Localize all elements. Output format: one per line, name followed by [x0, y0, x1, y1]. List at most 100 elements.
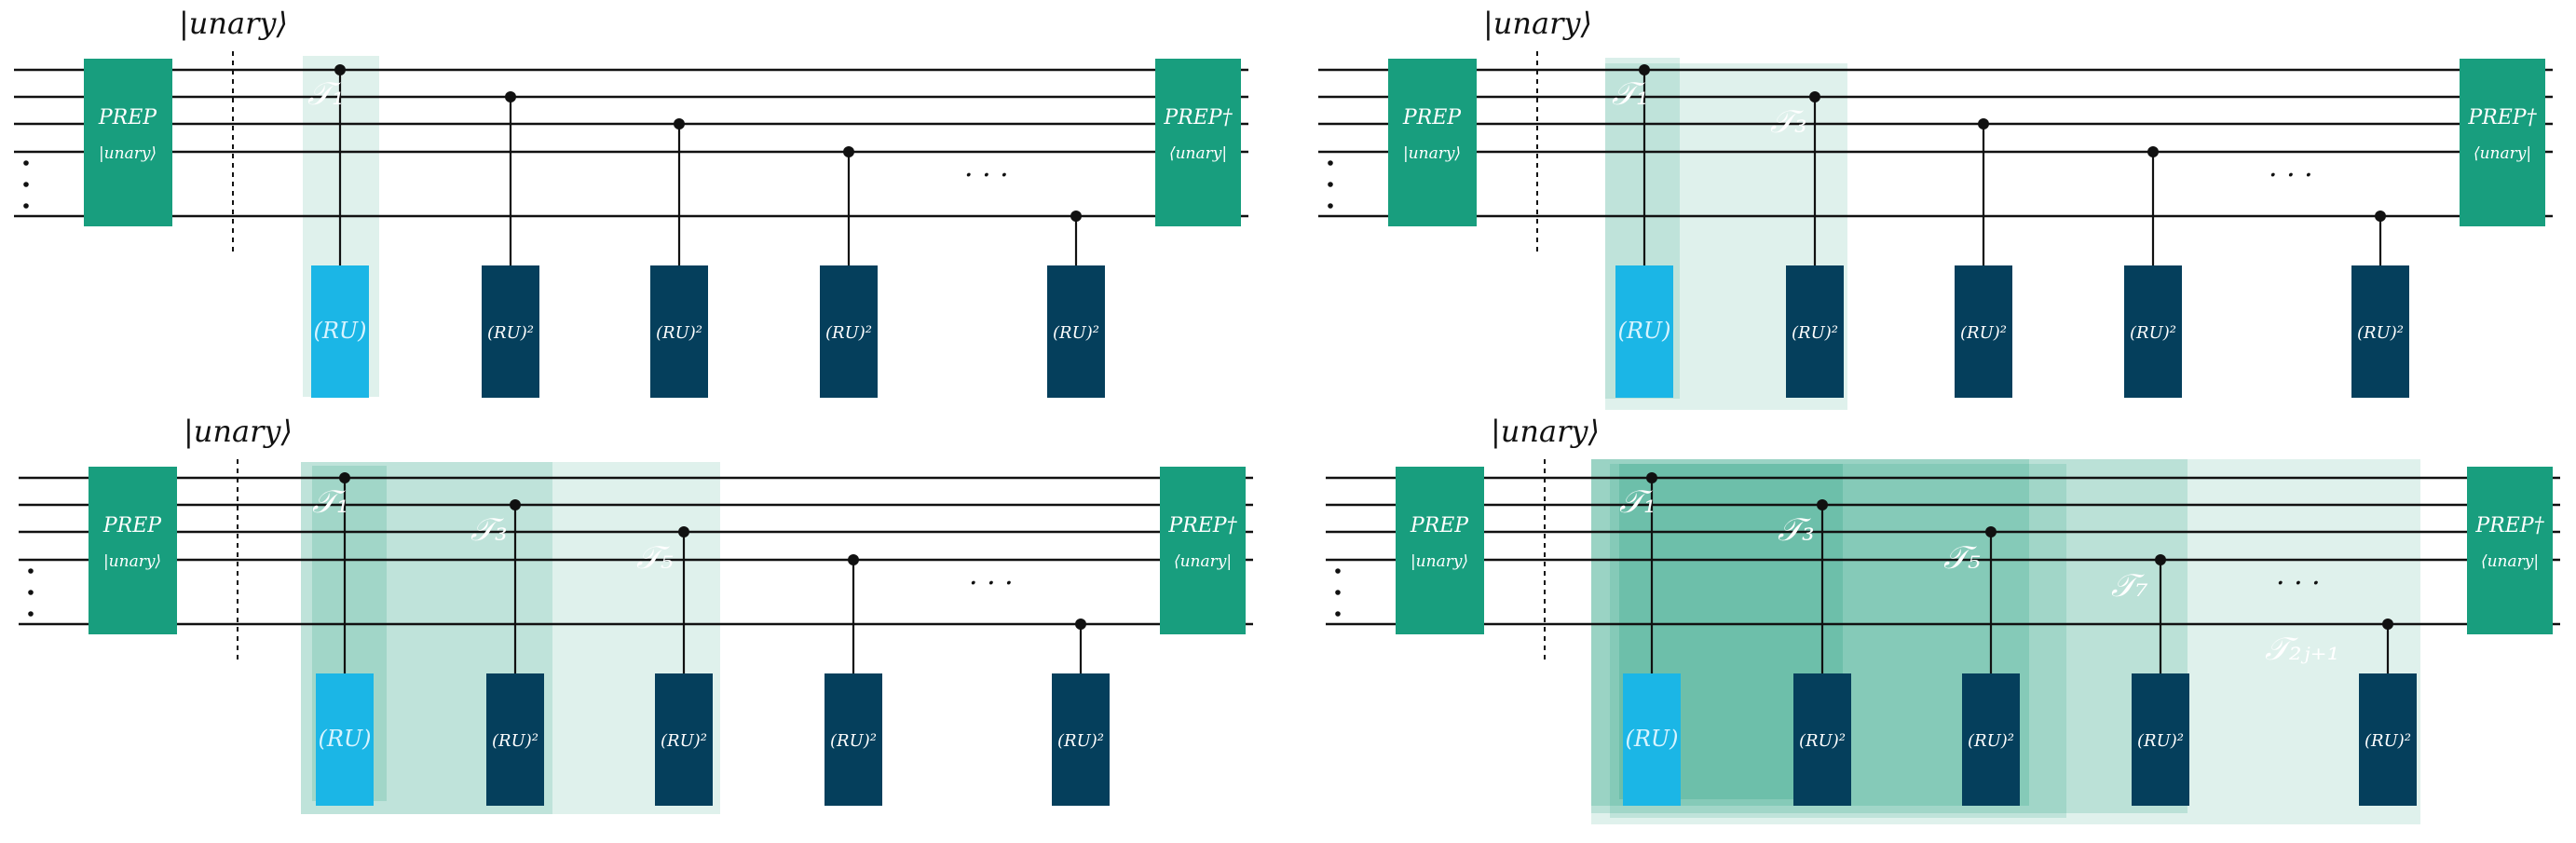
ru-squared-label-2: (RU)²	[656, 323, 702, 343]
prep-label: PREP	[102, 514, 162, 537]
step-label-t3: 𝒯₃	[470, 511, 508, 549]
ru-squared-label-1: (RU)²	[1792, 323, 1838, 343]
prep-box	[1388, 59, 1477, 226]
prep-dagger-box	[1155, 59, 1241, 226]
ru-squared-gate-2	[655, 673, 713, 806]
prep-dagger-label: PREP†	[2467, 106, 2537, 129]
ru-squared-gate-2	[650, 265, 708, 398]
ru-gate	[1615, 265, 1673, 398]
prep-box	[84, 59, 172, 226]
step-label-t5: 𝒯₅	[636, 539, 674, 577]
control-dot-3	[1985, 526, 1997, 537]
prep-dagger-label: PREP†	[1167, 514, 1237, 537]
ru-squared-gate-3	[825, 673, 882, 806]
panel-bottom-left: PREP|unary⟩|unary⟩PREP†⟨unary|(RU)(RU)²(…	[19, 414, 1253, 814]
ru-gate-label: (RU)	[1617, 318, 1670, 344]
ru-squared-label-4: (RU)²	[1057, 731, 1104, 751]
panel-top-right: PREP|unary⟩|unary⟩PREP†⟨unary|(RU)(RU)²(…	[1318, 6, 2553, 410]
ru-squared-label-4: (RU)²	[1053, 323, 1099, 343]
control-dot-5	[2375, 211, 2386, 222]
ru-squared-gate-4	[1052, 673, 1110, 806]
ru-squared-gate-3	[820, 265, 878, 398]
control-dot-1	[334, 64, 346, 75]
ru-squared-label-3: (RU)²	[2130, 323, 2176, 343]
horizontal-ellipsis: · · ·	[964, 159, 1009, 192]
control-dot-1	[339, 472, 350, 483]
ru-squared-gate-2	[1955, 265, 2012, 398]
ru-squared-label-4: (RU)²	[2357, 323, 2404, 343]
control-dot-4	[2155, 554, 2166, 565]
prep-box	[89, 467, 177, 634]
ru-gate	[316, 673, 374, 806]
vertical-dot-2	[28, 590, 34, 595]
control-dot-4	[843, 146, 854, 157]
ru-squared-gate-4	[2351, 265, 2409, 398]
prep-label: PREP	[98, 106, 157, 129]
ru-gate	[311, 265, 369, 398]
ru-squared-label-3: (RU)²	[825, 323, 872, 343]
control-dot-3	[678, 526, 689, 537]
control-dot-4	[2147, 146, 2159, 157]
unary-ket-label: |unary⟩	[1491, 414, 1600, 449]
vertical-dot-3	[28, 611, 34, 617]
prep-label: PREP	[1402, 106, 1462, 129]
ru-squared-label-3: (RU)²	[830, 731, 877, 751]
step-label-t1: 𝒯₁	[1612, 75, 1649, 113]
vertical-dot-3	[1328, 203, 1333, 209]
step-label-t5: 𝒯₅	[1943, 539, 1981, 577]
control-dot-2	[510, 499, 521, 510]
vertical-dot-3	[23, 203, 29, 209]
ru-squared-gate-1	[486, 673, 544, 806]
prep-label: PREP	[1410, 514, 1469, 537]
prep-dagger-sub-label: ⟨unary|	[2481, 552, 2539, 571]
prep-dagger-label: PREP†	[2474, 514, 2544, 537]
control-dot-5	[2382, 619, 2393, 630]
prep-dagger-sub-label: ⟨unary|	[1169, 144, 1227, 163]
control-dot-5	[1075, 619, 1086, 630]
step-label-t3: 𝒯₃	[1778, 511, 1815, 549]
ru-squared-label-4: (RU)²	[2365, 731, 2411, 751]
ru-gate-label: (RU)	[318, 726, 371, 752]
step-label-tlast: 𝒯₂ⱼ₊₁	[2265, 631, 2339, 668]
prep-dagger-sub-label: ⟨unary|	[2474, 144, 2531, 163]
prep-dagger-sub-label: ⟨unary|	[1174, 552, 1232, 571]
step-label-t1: 𝒯₁	[307, 75, 345, 113]
ru-gate	[1623, 673, 1681, 806]
panel-bottom-right: PREP |unary⟩ |unary⟩ PREP† ⟨unary| (RU) (RU)² (…	[1326, 414, 2560, 824]
ru-squared-label-3: (RU)²	[2137, 731, 2184, 751]
prep-dagger-box	[2467, 467, 2553, 634]
ru-squared-gate-4	[1047, 265, 1105, 398]
shading-region-3	[1591, 459, 2188, 813]
step-label-t1: 𝒯₁	[1619, 483, 1656, 521]
vertical-dot-1	[1335, 568, 1341, 574]
ru-squared-gate-1	[482, 265, 539, 398]
vertical-dot-3	[1335, 611, 1341, 617]
ru-squared-label-2: (RU)²	[1968, 731, 2014, 751]
vertical-dot-2	[1335, 590, 1341, 595]
control-dot-4	[848, 554, 859, 565]
control-dot-2	[1817, 499, 1828, 510]
control-dot-1	[1639, 64, 1650, 75]
vertical-dot-2	[23, 182, 29, 187]
unary-ket-label: |unary⟩	[184, 414, 293, 449]
control-dot-2	[505, 91, 516, 102]
panel-top-left: PREP|unary⟩|unary⟩PREP†⟨unary|(RU)(RU)²(…	[14, 6, 1248, 398]
horizontal-ellipsis: · · ·	[969, 567, 1014, 600]
control-dot-3	[1978, 118, 1989, 129]
unary-ket-label: |unary⟩	[1483, 6, 1592, 41]
control-dot-2	[1809, 91, 1820, 102]
ru-squared-label-2: (RU)²	[661, 731, 707, 751]
prep-dagger-box	[1160, 467, 1246, 634]
prep-sub-label: |unary⟩	[1411, 552, 1468, 571]
control-dot-3	[674, 118, 685, 129]
vertical-dot-1	[23, 160, 29, 166]
ru-gate-label: (RU)	[313, 318, 366, 344]
ru-squared-label-2: (RU)²	[1960, 323, 2007, 343]
ru-squared-label-1: (RU)²	[487, 323, 534, 343]
ru-squared-gate-3	[2132, 673, 2189, 806]
step-label-t7: 𝒯₇	[2111, 567, 2148, 605]
vertical-dot-2	[1328, 182, 1333, 187]
ru-gate-label: (RU)	[1625, 726, 1678, 752]
horizontal-ellipsis: · · ·	[2269, 159, 2313, 192]
